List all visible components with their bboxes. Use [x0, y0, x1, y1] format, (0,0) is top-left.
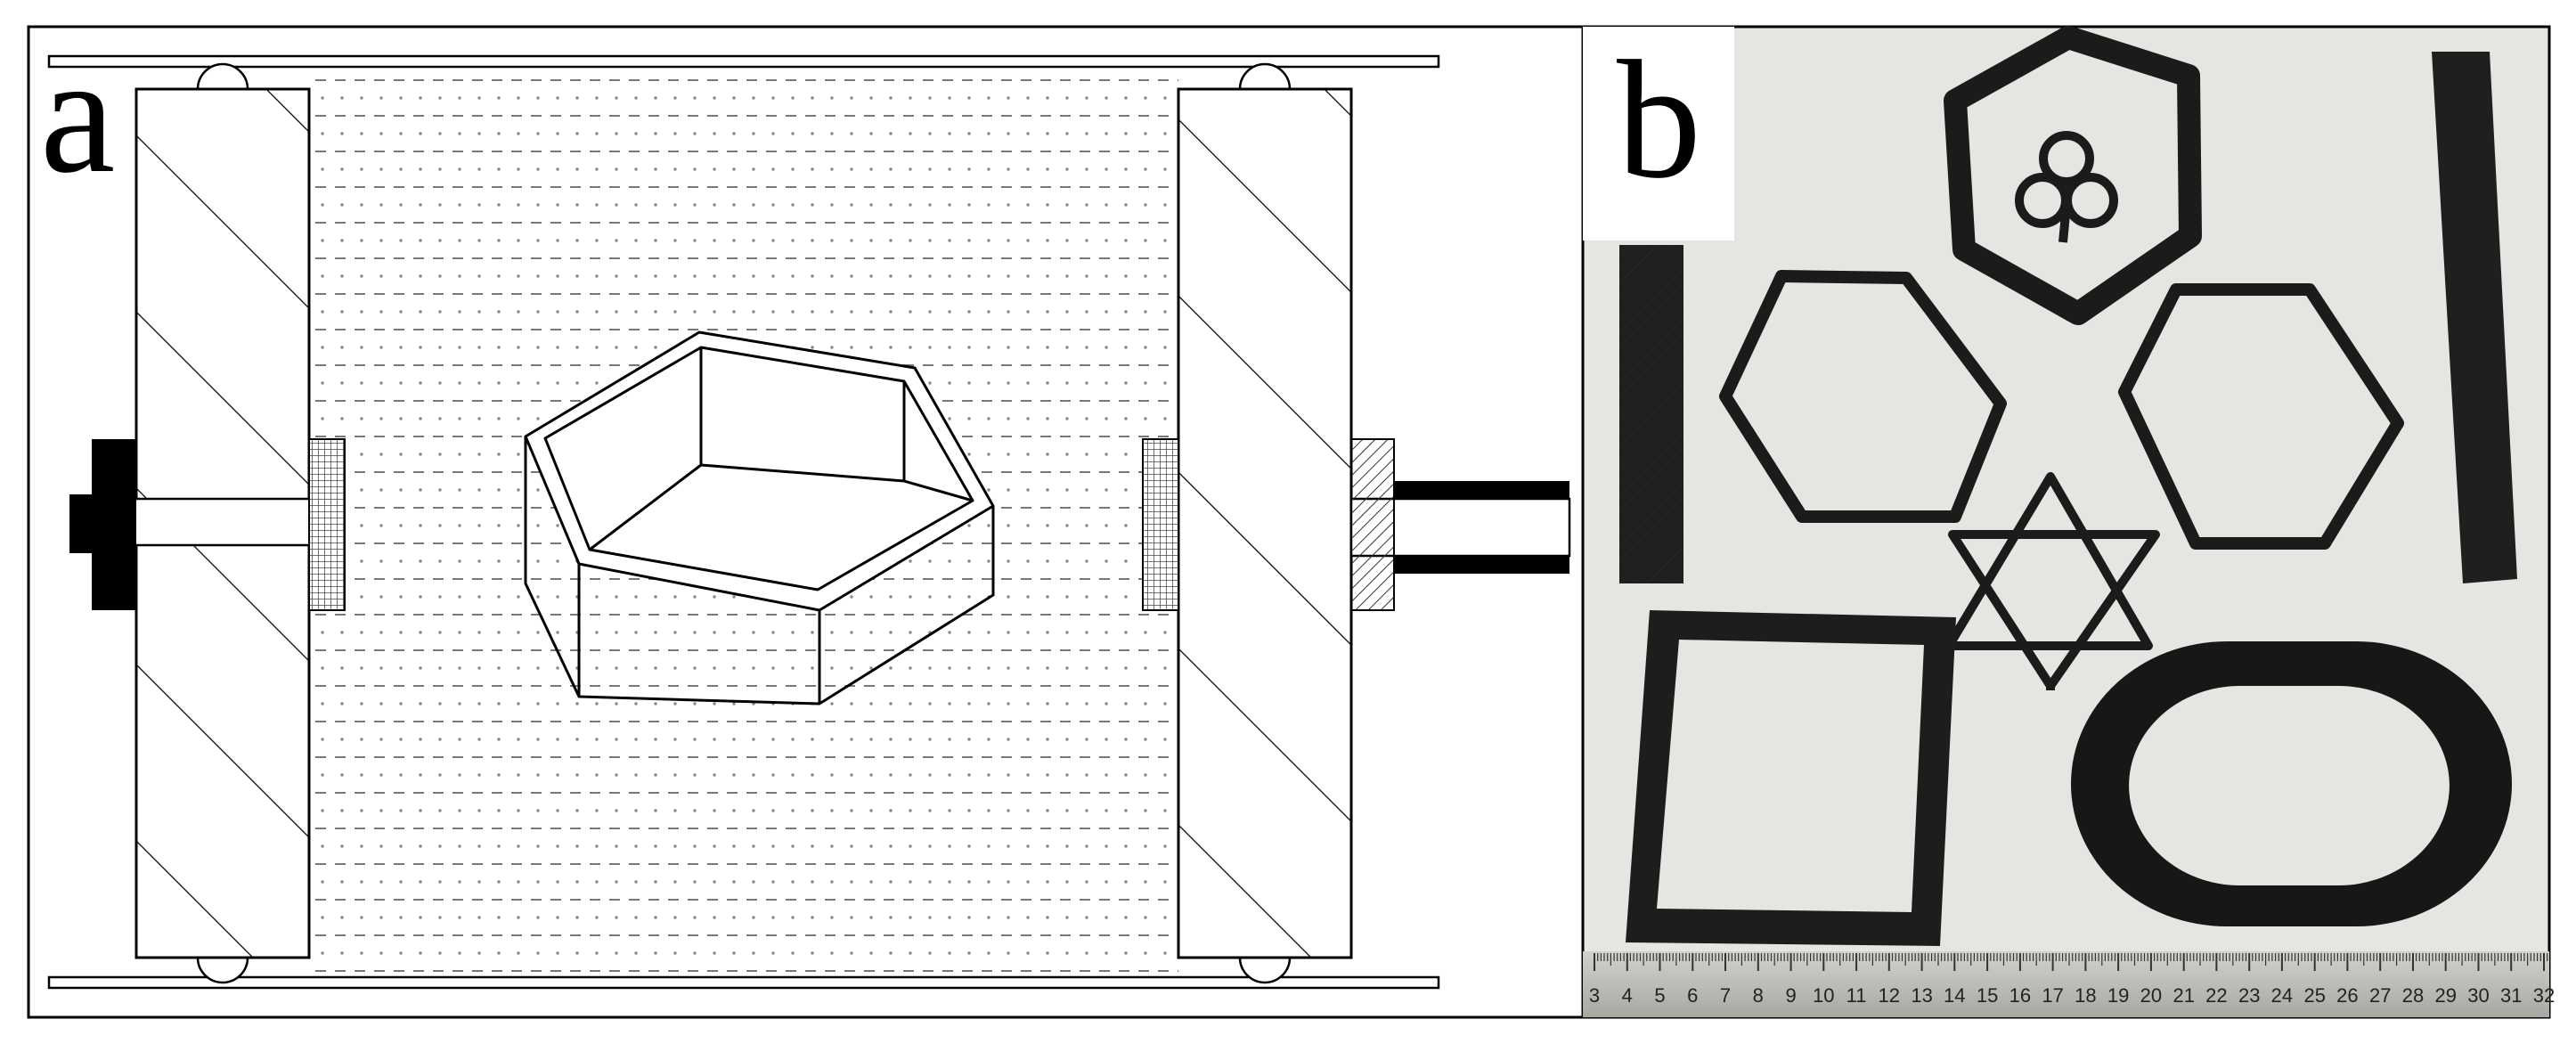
ruler-label: 16: [2009, 984, 2031, 1007]
clover-shape: [2015, 131, 2118, 243]
left-clamp: [92, 439, 136, 610]
hexagonal-part-drawing: [524, 330, 995, 706]
panel-b-label-box: [1583, 27, 1734, 241]
ruler-label: 11: [1846, 984, 1867, 1007]
ruler-label: 8: [1753, 984, 1764, 1007]
ruler-label: 21: [2172, 984, 2194, 1007]
ruler-label: 12: [1879, 984, 1900, 1007]
top-hexagon: [1944, 26, 2202, 325]
ruler-label: 4: [1622, 984, 1633, 1007]
left-clamp-knob: [69, 494, 94, 553]
panel-b-label: b: [1617, 27, 1701, 214]
ruler-label: 20: [2140, 984, 2162, 1007]
ruler-label: 14: [1944, 984, 1965, 1007]
ruler-label: 7: [1720, 984, 1731, 1007]
right-hexagon: [2118, 283, 2404, 550]
ruler-label: 3: [1589, 984, 1600, 1007]
right-electrode-block: [1177, 87, 1353, 959]
panel-a-schematic: a: [27, 21, 1585, 1019]
star-shape: [1944, 472, 2160, 690]
ruler: [1583, 951, 2549, 1017]
ruler-label: 6: [1687, 984, 1698, 1007]
roller-top-right: [1238, 62, 1292, 91]
ruler-label: 30: [2467, 984, 2489, 1007]
panel-a-label: a: [40, 21, 115, 208]
ruler-label: 27: [2369, 984, 2391, 1007]
ruler-label: 5: [1654, 984, 1665, 1007]
top-rail: [47, 54, 1440, 69]
ruler-label: 28: [2402, 984, 2424, 1007]
ruler-label: 23: [2238, 984, 2260, 1007]
ruler-label: 25: [2303, 984, 2325, 1007]
ruler-label: 19: [2107, 984, 2129, 1007]
left-strip-texture: [1619, 245, 1683, 583]
ruler-label: 24: [2271, 984, 2293, 1007]
roller-top-left: [196, 62, 249, 91]
right-mesh-pad: [1142, 438, 1179, 611]
roller-bottom-right: [1238, 956, 1292, 984]
ruler-label: 22: [2205, 984, 2227, 1007]
right-shaft-cap-top: [1394, 481, 1569, 499]
right-shaft-cap-bottom: [1394, 556, 1569, 574]
ruler-label: 17: [2042, 984, 2063, 1007]
ruler-label: 15: [1977, 984, 1998, 1007]
bottom-rail: [47, 975, 1440, 990]
left-hexagon: [1719, 270, 2007, 523]
left-shaft: [132, 497, 312, 547]
ruler-label: 10: [1813, 984, 1834, 1007]
square-frame: [1626, 610, 1956, 946]
ruler-label: 29: [2434, 984, 2456, 1007]
ruler-label: 13: [1911, 984, 1932, 1007]
ruler-label: 32: [2533, 984, 2555, 1007]
ruler-label: 31: [2500, 984, 2522, 1007]
ruler-label: 9: [1785, 984, 1796, 1007]
ruler-label: 18: [2075, 984, 2096, 1007]
ruler-ticks: [1594, 953, 2548, 971]
roller-bottom-left: [196, 956, 249, 984]
right-strip: [2432, 52, 2517, 583]
left-mesh-pad: [308, 438, 346, 611]
printed-parts: [1619, 26, 2517, 946]
ruler-label: 26: [2336, 984, 2358, 1007]
right-hatched-bearing: [1350, 438, 1395, 611]
